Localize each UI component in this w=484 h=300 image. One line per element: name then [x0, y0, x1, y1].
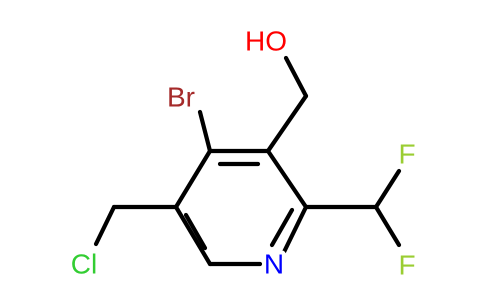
bond-c6-c5: [173, 204, 213, 267]
bond-c2-n-inner: [269, 207, 295, 248]
bonds: [93, 55, 402, 267]
bond-c3-c2: [265, 148, 309, 210]
bond-c5-c4: [173, 148, 213, 210]
bond-chf2-f-top: [373, 168, 402, 210]
nitrogen-label: N: [264, 249, 284, 280]
fluorine-bottom-label: F: [398, 250, 415, 281]
bromine-label: Br: [167, 82, 195, 113]
bond-c6-c5-inner: [183, 212, 208, 251]
bond-chf2-f-bottom: [373, 204, 402, 248]
chlorine-label: Cl: [71, 249, 97, 280]
bond-ch2-o: [283, 55, 309, 99]
bond-ch2-cl: [93, 204, 117, 247]
fluorine-top-label: F: [398, 139, 415, 170]
atom-labels: HO Br F F Cl N: [67, 22, 420, 285]
bond-c3-ch2: [265, 93, 309, 154]
bond-c2-n: [281, 204, 309, 255]
bond-c4-br: [197, 109, 213, 154]
hydroxyl-label: HO: [245, 26, 287, 57]
